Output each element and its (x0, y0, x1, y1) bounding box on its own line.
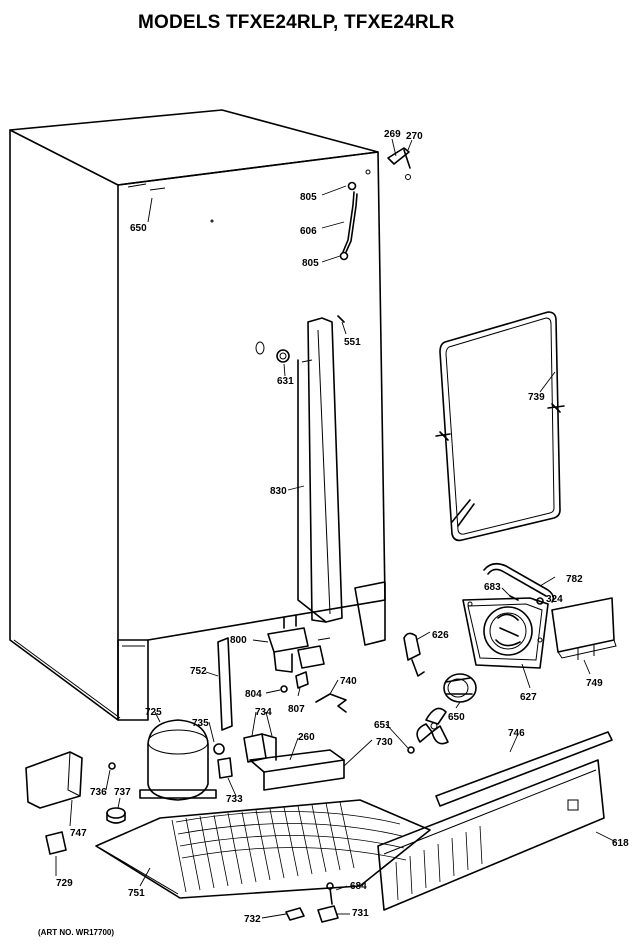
grille-618 (377, 759, 605, 911)
part-label-618: 618 (612, 838, 629, 849)
control-box-749 (551, 597, 617, 660)
hinge-269 (387, 147, 411, 180)
part-label-626: 626 (432, 630, 449, 641)
part-label-731: 731 (352, 908, 369, 919)
part-label-782: 782 (566, 574, 583, 585)
tube-606 (339, 181, 358, 261)
screw-684 (329, 887, 333, 905)
grommet-631 (276, 349, 290, 363)
bracket-740 (315, 693, 347, 713)
art-number: (ART NO. WR17700) (38, 928, 115, 937)
grommet-735 (213, 743, 225, 755)
part-label-800: 800 (230, 635, 247, 646)
part-label-734: 734 (255, 707, 272, 718)
part-737 (106, 807, 126, 824)
part-label-650: 650 (448, 712, 465, 723)
part-807 (295, 671, 309, 689)
drain-pan-260 (249, 749, 345, 791)
screw-551 (337, 315, 345, 323)
part-729 (45, 831, 67, 855)
part-label-752: 752 (190, 666, 207, 677)
condenser-730 (95, 799, 431, 899)
part-label-631: 631 (277, 376, 294, 387)
part-label-551: 551 (344, 337, 361, 348)
fan-blade-651 (407, 707, 449, 754)
part-label-736: 736 (90, 787, 107, 798)
shield-747 (25, 751, 83, 809)
part-label-805: 805 (300, 192, 317, 203)
part-label-807: 807 (288, 704, 305, 715)
part-label-804: 804 (245, 689, 262, 700)
part-label-651: 651 (374, 720, 391, 731)
tube-782 (483, 562, 555, 603)
part-label-739: 739 (528, 392, 545, 403)
part-label-740: 740 (340, 676, 357, 687)
part-736 (108, 762, 116, 770)
compressor-725 (139, 719, 217, 801)
part-label-749: 749 (586, 678, 603, 689)
part-label-683: 683 (484, 582, 501, 593)
part-label-751: 751 (128, 888, 145, 899)
part-label-747: 747 (70, 828, 87, 839)
valve-800 (267, 615, 331, 673)
part-label-732: 732 (244, 914, 261, 925)
heater-loop-739 (435, 311, 565, 542)
fan-motor-650 (443, 673, 477, 703)
part-label-730: 730 (376, 737, 393, 748)
part-label-270: 270 (406, 131, 423, 142)
part-label-830: 830 (270, 486, 287, 497)
part-731 (317, 905, 339, 923)
part-804 (280, 685, 288, 693)
part-label-805: 805 (302, 258, 319, 269)
part-label-627: 627 (520, 692, 537, 703)
part-label-737: 737 (114, 787, 131, 798)
part-label-324: 324 (546, 594, 563, 605)
overload-733 (217, 757, 233, 779)
part-label-725: 725 (145, 707, 162, 718)
strip-752 (217, 637, 233, 731)
cabinet (9, 109, 386, 721)
part-label-729: 729 (56, 878, 73, 889)
part-732 (285, 907, 305, 921)
trim-746 (435, 731, 613, 807)
part-label-733: 733 (226, 794, 243, 805)
fan-shroud-627 (462, 597, 549, 669)
diagram-title: MODELS TFXE24RLP, TFXE24RLR (138, 12, 455, 33)
part-label-746: 746 (508, 728, 525, 739)
part-label-269: 269 (384, 129, 401, 140)
leader-lines (55, 138, 617, 919)
part-label-684: 684 (350, 881, 367, 892)
part-labels: 269 270 650 805 606 805 551 631 739 830 … (56, 129, 629, 925)
part-label-650: 650 (130, 223, 147, 234)
thermostat-626 (403, 632, 425, 677)
part-label-606: 606 (300, 226, 317, 237)
part-label-260: 260 (298, 732, 315, 743)
part-label-735: 735 (192, 718, 209, 729)
